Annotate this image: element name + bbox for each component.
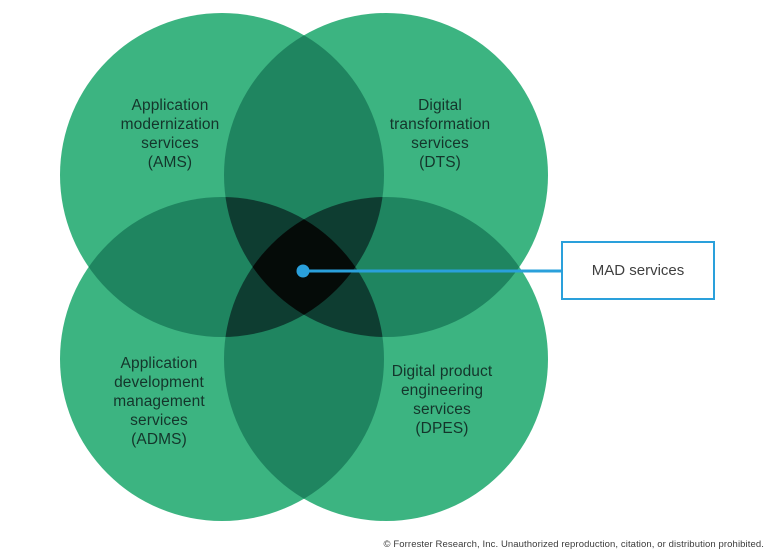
circle-label-dpes: Digital product engineering services (DP… <box>391 363 493 437</box>
circle-label-adms: Application development management servi… <box>113 355 205 448</box>
copyright-notice: © Forrester Research, Inc. Unauthorized … <box>383 539 764 550</box>
callout-anchor-dot <box>296 264 310 278</box>
overlap-all-mad <box>224 197 384 337</box>
mad-services-callout: MAD services <box>561 241 715 300</box>
overlap-fill <box>224 197 384 337</box>
mad-services-label: MAD services <box>591 262 685 279</box>
circle-label-ams: Application modernization services (AMS) <box>120 97 220 171</box>
circle-label-dts: Digital transformation services (DTS) <box>389 97 491 171</box>
